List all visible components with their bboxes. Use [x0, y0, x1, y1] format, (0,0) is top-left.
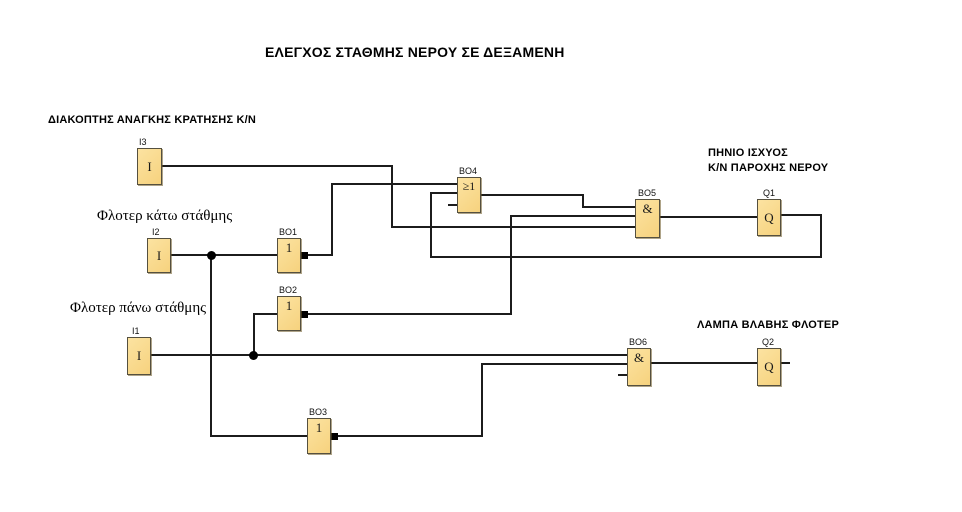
wire-b01-out — [308, 254, 332, 256]
wire-b03-out — [338, 435, 482, 437]
wire-feedback-to-b04 — [430, 192, 457, 194]
block-input-i3[interactable]: I3 I — [137, 138, 162, 185]
negation-marker-b02 — [301, 311, 308, 318]
block-tag: Q2 — [762, 337, 775, 347]
wire-i1-out — [151, 354, 627, 356]
not-symbol: 1 — [285, 298, 293, 313]
and-symbol: & — [642, 201, 653, 216]
output-symbol: Q — [764, 209, 774, 225]
input-symbol: I — [147, 158, 152, 174]
label-emergency-switch: ΔΙΑΚΟΠΤΗΣ ΑΝΑΓΚΗΣ ΚΡΑΤΗΣΗΣ Κ/Ν — [48, 114, 257, 126]
wire-b04-unused-input-stub — [448, 204, 457, 206]
wire-q2-stub — [781, 362, 790, 364]
wire-feedback-up — [820, 214, 822, 258]
junction-dot — [249, 351, 258, 360]
block-and-b06[interactable]: BO6 & — [627, 338, 651, 386]
label-float-high: Φλοτερ πάνω στάθμης — [70, 300, 207, 316]
block-tag: BO4 — [459, 166, 478, 176]
block-not-b01[interactable]: BO1 1 — [277, 228, 301, 273]
block-tag: I2 — [152, 227, 160, 237]
not-symbol: 1 — [285, 240, 293, 255]
block-not-b02[interactable]: BO2 1 — [277, 286, 301, 331]
block-output-q1[interactable]: Q1 Q — [757, 189, 781, 236]
junction-dot — [207, 251, 216, 260]
wire-i3-out — [162, 165, 392, 167]
block-tag: BO2 — [279, 285, 298, 295]
block-tag: I3 — [139, 137, 147, 147]
block-not-b03[interactable]: BO3 1 — [307, 408, 331, 454]
wire-b06-to-q2 — [650, 362, 757, 364]
wire-b05-to-q1 — [660, 216, 757, 218]
wire-to-b02-in — [253, 313, 277, 315]
block-input-i2[interactable]: I2 I — [147, 228, 171, 273]
wire-i2-out — [171, 254, 277, 256]
block-and-b05[interactable]: BO5 & — [635, 189, 660, 238]
input-symbol: I — [156, 247, 162, 263]
wire-feedback-down — [430, 192, 432, 258]
wire-i3-down — [391, 165, 393, 228]
wire-b03-up — [481, 363, 483, 437]
wire-b04-out — [480, 194, 583, 196]
block-input-i1[interactable]: I1 I — [127, 327, 151, 375]
block-or-b04[interactable]: BO4 ≥1 — [457, 167, 481, 213]
wire-feedback-run — [430, 256, 822, 258]
block-tag: BO6 — [629, 337, 648, 347]
output-symbol: Q — [764, 359, 774, 374]
label-lamp: ΛΑΜΠΑ ΒΛΑΒΗΣ ΦΛΟΤΕΡ — [697, 319, 839, 331]
wire-i3-to-b05 — [391, 226, 635, 228]
or-symbol: ≥1 — [462, 179, 476, 193]
wire-b02-out — [308, 313, 511, 315]
wire-b04-to-b05 — [582, 206, 635, 208]
block-tag: BO3 — [309, 407, 328, 417]
wire-b01-up — [331, 183, 333, 256]
wire-i2-branch-down — [210, 254, 212, 437]
block-tag: Q1 — [763, 188, 776, 198]
wire-b04-step-down — [582, 194, 584, 208]
wire-q1-out — [781, 214, 822, 216]
wire-b02-up — [510, 215, 512, 315]
negation-marker-b03 — [331, 433, 338, 440]
wire-i1-branch-up — [253, 313, 255, 356]
and-symbol: & — [633, 350, 645, 365]
not-symbol: 1 — [315, 420, 323, 435]
label-coil-line1: ΠΗΝΙΟ ΙΣΧΥΟΣ — [708, 147, 788, 159]
wire-to-b03-in — [210, 435, 307, 437]
label-coil-line2: Κ/Ν ΠΑΡΟΧΗΣ ΝΕΡΟΥ — [708, 162, 829, 174]
label-float-low: Φλοτερ κάτω στάθμης — [97, 208, 233, 224]
block-output-q2[interactable]: Q2 Q — [757, 338, 781, 386]
block-tag: I1 — [132, 326, 140, 336]
block-tag: BO1 — [279, 227, 298, 237]
wire-b02-to-b05 — [510, 215, 635, 217]
wire-b01-to-b04 — [331, 183, 457, 185]
wire-b06-unused-input-stub — [618, 374, 627, 376]
block-tag: BO5 — [638, 188, 657, 198]
input-symbol: I — [136, 348, 142, 363]
negation-marker-b01 — [301, 252, 308, 259]
diagram-title: ΕΛΕΓΧΟΣ ΣΤΑΘΜΗΣ ΝΕΡΟΥ ΣΕ ΔΕΞΑΜΕΝΗ — [265, 44, 565, 60]
wire-b03-to-b06 — [481, 363, 627, 365]
